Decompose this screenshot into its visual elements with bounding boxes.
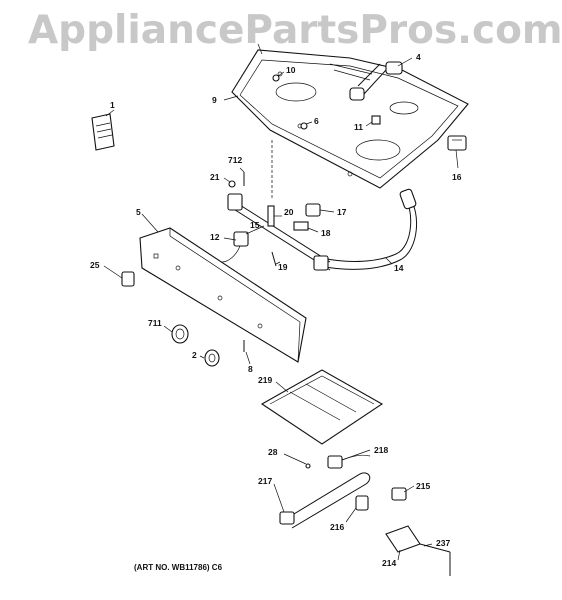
callout-10: 10 (286, 65, 296, 75)
callout-14: 14 (394, 263, 404, 273)
callout-11: 11 (354, 122, 363, 132)
callout-9: 9 (212, 95, 217, 105)
callout-12: 12 (210, 232, 220, 242)
callout-712: 712 (228, 155, 242, 165)
grommet-part (171, 324, 189, 344)
screw-part (271, 251, 277, 267)
connector-part (327, 455, 343, 469)
callout-20: 20 (284, 207, 294, 217)
callout-217: 217 (258, 476, 272, 486)
watermark: AppliancePartsPros.com (28, 8, 562, 53)
screw-part (272, 74, 280, 82)
gas-tube-part (319, 188, 418, 270)
bracket-part (371, 115, 381, 125)
callout-2: 2 (192, 350, 197, 360)
heat-shield-part (260, 369, 384, 445)
callout-4: 4 (416, 52, 421, 62)
clip-part (293, 221, 309, 231)
control-panel-part (139, 227, 307, 363)
callout-237: 237 (436, 538, 450, 548)
callout-219: 219 (258, 375, 272, 385)
igniter-bracket-part (391, 487, 407, 501)
safety-valve-part (385, 525, 451, 576)
callout-711: 711 (148, 318, 162, 328)
burner-box-part (231, 49, 469, 189)
callout-28: 28 (268, 447, 278, 457)
grommet-part (204, 349, 220, 367)
switch-part (447, 135, 467, 151)
screw-part (228, 180, 236, 188)
callout-25: 25 (90, 260, 100, 270)
clip-part (121, 271, 135, 287)
callout-5: 5 (136, 207, 141, 217)
orifice-part (355, 495, 369, 511)
callout-21: 21 (210, 172, 220, 182)
callout-6: 6 (314, 116, 319, 126)
callout-216: 216 (330, 522, 344, 532)
callout-15: 15 (250, 220, 260, 230)
callout-215: 215 (416, 481, 430, 491)
valve-assembly-part (349, 61, 403, 101)
callout-18: 18 (321, 228, 331, 238)
valve-part (305, 203, 321, 217)
callout-1: 1 (110, 100, 115, 110)
callout-214: 214 (382, 558, 396, 568)
callout-8: 8 (248, 364, 253, 374)
callout-16: 16 (452, 172, 462, 182)
manual-part (91, 113, 115, 151)
callout-17: 17 (337, 207, 347, 217)
callout-218: 218 (374, 445, 388, 455)
screw-part (305, 463, 311, 469)
art-number-caption: (ART NO. WB11786) C6 (134, 563, 223, 572)
callout-19: 19 (278, 262, 288, 272)
oven-burner-part (279, 472, 371, 529)
screw-part (300, 122, 308, 130)
